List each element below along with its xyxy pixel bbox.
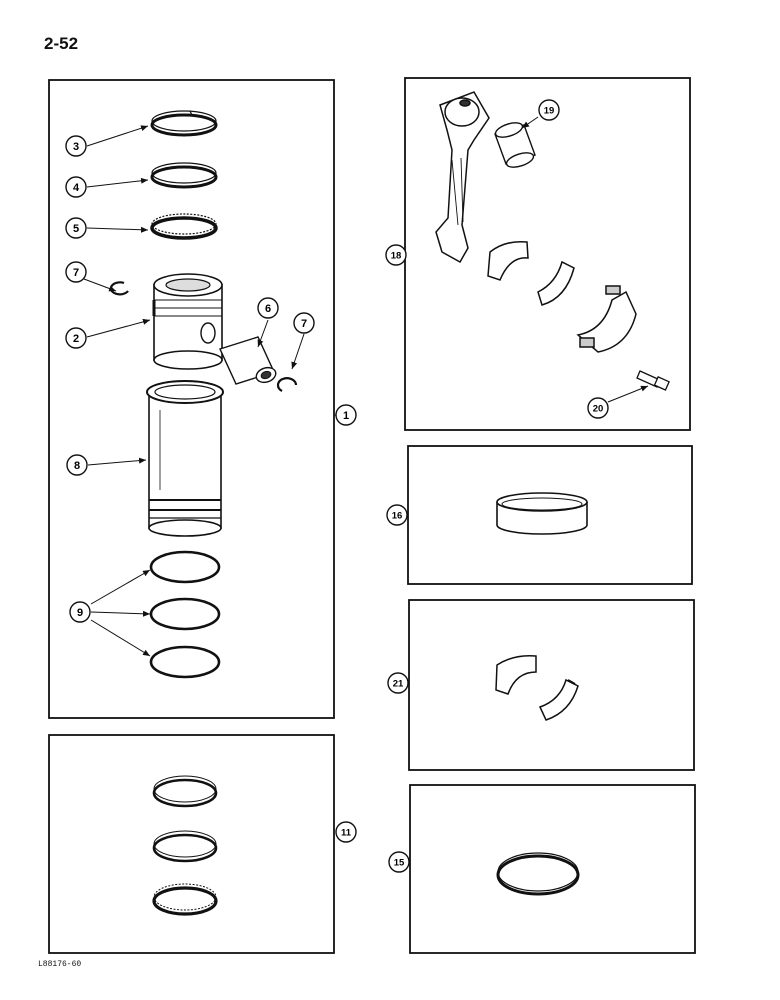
- callout-4-label: 4: [73, 182, 80, 194]
- panel-piston-ring-set: [48, 734, 335, 954]
- callout-3-label: 3: [73, 141, 79, 153]
- sleeve-o-rings: [149, 550, 221, 679]
- callout-16: 16: [386, 504, 408, 526]
- callout-7-left: 7: [65, 261, 87, 283]
- callout-8: 8: [66, 454, 88, 476]
- callout-19: 19: [538, 99, 560, 121]
- piston-ring-second: [150, 162, 218, 189]
- callout-7-right: 7: [293, 312, 315, 334]
- callout-18-label: 18: [391, 251, 402, 262]
- piston: [152, 273, 223, 370]
- callout-5: 5: [65, 217, 87, 239]
- callout-6-label: 6: [265, 303, 271, 315]
- callout-19-label: 19: [544, 106, 555, 117]
- callout-11-label: 11: [341, 828, 352, 839]
- callout-18: 18: [385, 244, 407, 266]
- panel-ring-15: [409, 784, 696, 954]
- callout-2: 2: [65, 327, 87, 349]
- callout-15: 15: [388, 851, 410, 873]
- callout-20-label: 20: [593, 404, 604, 415]
- callout-16-label: 16: [392, 511, 403, 522]
- figure-reference-code: L88176-60: [38, 960, 82, 969]
- piston-ring-top: [150, 110, 218, 137]
- callout-1-label: 1: [343, 410, 349, 422]
- callout-15-label: 15: [394, 858, 405, 869]
- callout-5-label: 5: [73, 223, 79, 235]
- callout-9: 9: [69, 601, 91, 623]
- panel-bearing-21: [408, 599, 695, 771]
- page-number: 2-52: [44, 34, 79, 53]
- callout-8-label: 8: [74, 460, 80, 472]
- callout-21: 21: [387, 672, 409, 694]
- rod-bolt: [636, 370, 670, 391]
- piston-oil-ring: [150, 213, 218, 240]
- callout-7-right-label: 7: [301, 318, 307, 330]
- callout-21-label: 21: [393, 679, 404, 690]
- panel-connecting-rod: [404, 77, 691, 431]
- snap-ring-right: [276, 377, 298, 392]
- callout-3: 3: [65, 135, 87, 157]
- rod-cap: [576, 285, 637, 353]
- connecting-rod: [435, 91, 490, 264]
- callout-20: 20: [587, 397, 609, 419]
- piston-pin: [219, 336, 277, 385]
- callout-6: 6: [257, 297, 279, 319]
- callout-7-left-label: 7: [73, 267, 79, 279]
- callout-11: 11: [335, 821, 357, 843]
- cylinder-sleeve: [146, 380, 224, 537]
- panel-cylinder-kit: [48, 79, 335, 719]
- callout-2-label: 2: [73, 333, 79, 345]
- rod-bearing-halves: [487, 240, 575, 306]
- callout-1: 1: [335, 404, 357, 426]
- rod-bushing: [494, 122, 536, 168]
- panel-sleeve-16: [407, 445, 693, 585]
- snap-ring-left: [109, 281, 129, 296]
- leader-lines-panel-1: [83, 125, 305, 657]
- callout-9-label: 9: [77, 607, 83, 619]
- callout-4: 4: [65, 176, 87, 198]
